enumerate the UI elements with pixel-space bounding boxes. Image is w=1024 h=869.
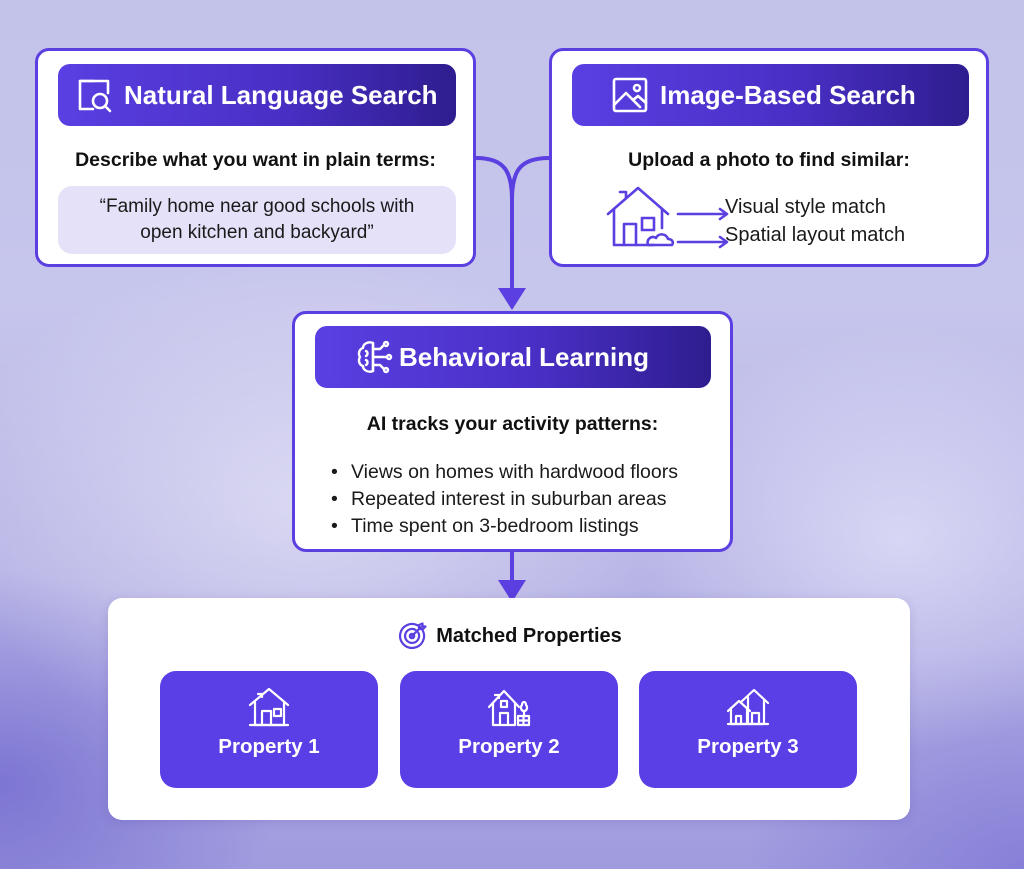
houses-icon — [726, 685, 770, 729]
natural-language-search-subtitle: Describe what you want in plain terms: — [75, 149, 436, 171]
visual-style-match: Visual style match — [725, 196, 886, 218]
property-card-3[interactable]: Property 3 — [639, 671, 857, 788]
example-query-line-1: “Family home near good schools with — [99, 195, 415, 217]
image-icon — [610, 75, 650, 115]
activity-pattern-item: Views on homes with hardwood floors — [331, 459, 678, 486]
natural-language-search-header: Natural Language Search — [58, 64, 456, 126]
connector-image — [510, 156, 551, 202]
activity-pattern-item: Repeated interest in suburban areas — [331, 486, 678, 513]
example-query-line-2: open kitchen and backyard” — [140, 222, 374, 243]
natural-language-search-card: Natural Language Search Describe what yo… — [35, 48, 476, 267]
image-based-search-subtitle: Upload a photo to find similar: — [628, 149, 910, 171]
house-icon — [247, 685, 291, 729]
spatial-layout-match: Spatial layout match — [725, 224, 906, 246]
arrowhead-to-matched — [498, 580, 526, 602]
house-garden-icon — [487, 685, 531, 729]
property-1-label: Property 1 — [218, 735, 320, 758]
property-2-label: Property 2 — [458, 735, 560, 758]
activity-pattern-item: Time spent on 3-bedroom listings — [331, 513, 678, 540]
behavioral-learning-subtitle: AI tracks your activity patterns: — [366, 413, 659, 435]
search-document-icon — [74, 75, 114, 115]
behavioral-learning-card: Behavioral Learning AI tracks your activ… — [292, 311, 733, 552]
behavioral-learning-header: Behavioral Learning — [315, 326, 711, 388]
arrowhead-to-behavioral — [498, 288, 526, 310]
property-card-2[interactable]: Property 2 — [400, 671, 618, 788]
image-based-search-title: Image-Based Search — [660, 79, 916, 110]
property-card-1[interactable]: Property 1 — [160, 671, 378, 788]
matched-properties-panel: Matched Properties Property 1 — [108, 598, 910, 820]
matched-properties-heading: Matched Properties — [108, 620, 910, 652]
property-3-label: Property 3 — [697, 735, 799, 758]
target-icon — [396, 620, 428, 652]
behavioral-learning-title: Behavioral Learning — [399, 341, 649, 372]
natural-language-search-title: Natural Language Search — [124, 79, 438, 110]
image-based-search-card: Image-Based Search Upload a photo to fin… — [549, 48, 989, 267]
image-based-search-header: Image-Based Search — [572, 64, 969, 126]
house-photo-icon — [606, 186, 675, 247]
example-query: “Family home near good schools with open… — [58, 186, 456, 254]
activity-pattern-list: Views on homes with hardwood floors Repe… — [331, 459, 678, 540]
ai-brain-icon — [353, 337, 393, 377]
match-arrows — [676, 207, 729, 249]
matched-properties-title: Matched Properties — [436, 624, 622, 647]
connector-natural — [474, 156, 514, 202]
